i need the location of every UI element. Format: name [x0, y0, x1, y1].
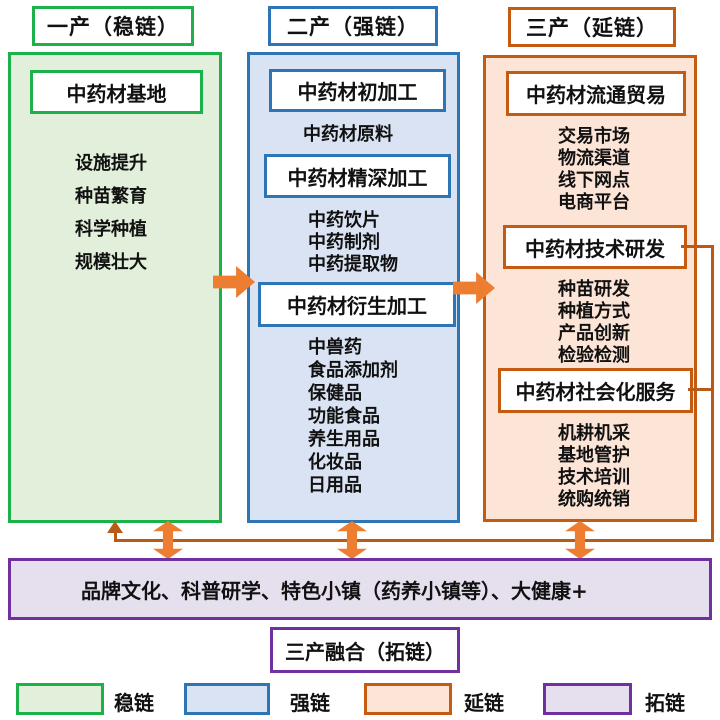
legend-swatch-extend-chain — [364, 683, 452, 715]
list-item: 中药制剂 — [308, 232, 380, 253]
list-item: 种苗研发 — [558, 279, 630, 300]
feedback-arrow-stem — [114, 531, 117, 541]
feedback-vertical-line — [711, 245, 714, 542]
list-item: 交易市场 — [558, 126, 630, 147]
list-item: 机耕机采 — [558, 423, 630, 444]
list-item: 基地管护 — [558, 445, 630, 466]
fusion-band-text: 品牌文化、科普研学、特色小镇（药养小镇等）、大健康+ — [81, 578, 588, 603]
section-title-herb-base: 中药材基地 — [30, 70, 203, 114]
list-item: 中药饮片 — [308, 210, 380, 231]
list-item: 统购统销 — [558, 489, 630, 510]
header-primary-industry: 一产（稳链） — [32, 6, 194, 46]
list-item: 保健品 — [308, 383, 362, 404]
section-title-socialized-services: 中药材社会化服务 — [498, 368, 693, 413]
list-item: 中药材原料 — [303, 124, 393, 145]
legend-label-expand-chain: 拓链 — [645, 691, 685, 715]
list-item: 物流渠道 — [558, 148, 630, 169]
list-item: 化妆品 — [308, 452, 362, 473]
list-item: 产品创新 — [558, 323, 630, 344]
legend-swatch-expand-chain — [543, 683, 632, 715]
list-item: 线下网点 — [558, 170, 630, 191]
list-item: 检验检测 — [558, 345, 630, 366]
initial-processing-item-list: 中药材原料 — [303, 124, 393, 146]
list-item: 日用品 — [308, 475, 362, 496]
header-secondary-industry: 二产（强链） — [268, 6, 438, 46]
column-secondary-industry: 中药材初加工 中药材原料 中药材精深加工 中药饮片 中药制剂 中药提取物 中药材… — [247, 52, 460, 523]
list-item: 食品添加剂 — [308, 360, 398, 381]
trade-item-list: 交易市场 物流渠道 线下网点 电商平台 — [558, 126, 630, 214]
services-item-list: 机耕机采 基地管护 技术培训 统购统销 — [558, 423, 630, 511]
legend-label-strong-chain: 强链 — [290, 691, 330, 715]
section-title-tech-rnd: 中药材技术研发 — [503, 225, 687, 269]
arrow-up-icon — [107, 521, 123, 533]
feedback-horizontal-line — [114, 539, 714, 542]
list-item: 养生用品 — [308, 429, 380, 450]
legend-label-stable-chain: 稳链 — [114, 691, 154, 715]
list-item: 技术培训 — [558, 467, 630, 488]
feedback-connector-line — [688, 388, 714, 391]
derivative-processing-item-list: 中兽药 食品添加剂 保健品 功能食品 养生用品 化妆品 日用品 — [308, 336, 398, 497]
legend-swatch-stable-chain — [16, 683, 104, 715]
list-item: 规模壮大 — [75, 252, 147, 273]
header-tertiary-industry: 三产（延链） — [508, 7, 676, 47]
deep-processing-item-list: 中药饮片 中药制剂 中药提取物 — [308, 210, 398, 276]
column-primary-industry: 中药材基地 设施提升 种苗繁育 科学种植 规模壮大 — [8, 52, 222, 523]
fusion-band: 品牌文化、科普研学、特色小镇（药养小镇等）、大健康+ — [8, 558, 712, 620]
fusion-label-box: 三产融合（拓链） — [270, 627, 460, 673]
section-title-initial-processing: 中药材初加工 — [269, 69, 446, 112]
legend-label-extend-chain: 延链 — [464, 691, 504, 715]
feedback-connector-line — [681, 245, 714, 248]
section-title-derivative-processing: 中药材衍生加工 — [258, 282, 456, 327]
section-title-trade-circulation: 中药材流通贸易 — [506, 71, 686, 116]
list-item: 设施提升 — [75, 153, 147, 174]
list-item: 科学种植 — [75, 219, 147, 240]
list-item: 种苗繁育 — [75, 186, 147, 207]
list-item: 电商平台 — [558, 192, 630, 213]
section-title-deep-processing: 中药材精深加工 — [264, 154, 451, 198]
primary-item-list: 设施提升 种苗繁育 科学种植 规模壮大 — [75, 147, 147, 279]
list-item: 中兽药 — [308, 337, 362, 358]
list-item: 种植方式 — [558, 301, 630, 322]
list-item: 中药提取物 — [308, 254, 398, 275]
column-tertiary-industry: 中药材流通贸易 交易市场 物流渠道 线下网点 电商平台 中药材技术研发 种苗研发… — [483, 55, 697, 522]
list-item: 功能食品 — [308, 406, 380, 427]
legend-swatch-strong-chain — [184, 683, 270, 715]
tech-rnd-item-list: 种苗研发 种植方式 产品创新 检验检测 — [558, 279, 630, 367]
